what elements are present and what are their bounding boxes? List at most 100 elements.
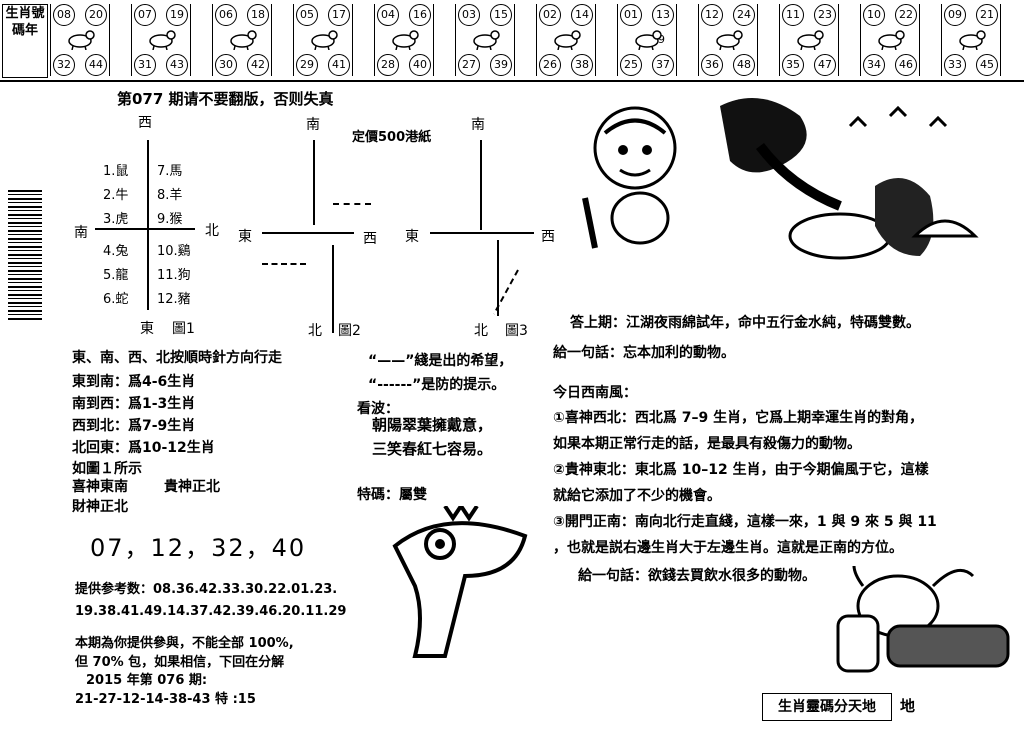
zodiac-animal-icon <box>797 30 824 50</box>
fig3-vline-top <box>480 140 482 230</box>
fig2-dash-1 <box>333 203 371 205</box>
zodiac-number: 01 <box>620 4 642 26</box>
fig2-right: 西 <box>363 231 377 247</box>
zodiac-number: 40 <box>409 54 431 76</box>
fig1-item: 7.馬 <box>157 164 183 179</box>
zodiac-animal-icon <box>716 30 743 50</box>
zodiac-animal-icon <box>473 30 500 50</box>
zodiac-number: 18 <box>247 4 269 26</box>
poem-line-2: 三笑春紅七容易。 <box>372 440 493 458</box>
zodiac-number: 47 <box>814 54 836 76</box>
fig1-item: 10.鷄 <box>157 244 191 259</box>
zodiac-number: 42 <box>247 54 269 76</box>
fig1-caption: 圖1 <box>172 321 195 337</box>
rule-line: 東到南：爲4-6生肖 <box>72 374 196 390</box>
fig1-item: 3.虎 <box>103 212 129 227</box>
para-1b: 如果本期正常行走的話，是最具有殺傷力的動物。 <box>553 436 861 452</box>
give-line-2: 給一句話：欲錢去買飲水很多的動物。 <box>578 568 816 584</box>
zodiac-number: 07 <box>134 4 156 26</box>
zodiac-number: 37 <box>652 54 674 76</box>
zodiac-number: 46 <box>895 54 917 76</box>
ref-line-2: 19.38.41.49.14.37.42.39.46.20.11.29 <box>75 604 347 619</box>
para-3b: ，也就是説右邊生肖大于左邊生肖。這就是正南的方位。 <box>553 540 903 556</box>
zodiac-number: 43 <box>166 54 188 76</box>
fig3-left: 東 <box>405 229 419 245</box>
poem-label: 看波： <box>357 401 399 417</box>
fig3-bottom: 北 <box>474 323 488 339</box>
fig2-vline-top <box>313 140 315 225</box>
zodiac-number: 12 <box>701 4 723 26</box>
note-line-1: 本期為你提供參與，不能全部 100%, <box>75 636 294 651</box>
stamp-box: 生肖靈碼分天地 <box>762 693 892 721</box>
note-line-2: 但 70% 包，如果相信，下回在分解 <box>75 655 285 670</box>
zodiac-animal-icon <box>311 30 338 50</box>
poem-line-1: 朝陽翠葉擁戴意， <box>372 416 493 434</box>
zodiac-animal-icon <box>878 30 905 50</box>
para-1a: ①喜神西北：西北爲 7–9 生肖，它爲上期幸運生肖的對角， <box>553 410 924 426</box>
zodiac-animal-icon <box>230 30 257 50</box>
fig1-vline <box>147 140 149 310</box>
rules-intro: 東、南、西、北按順時針方向行走 <box>72 350 282 366</box>
zodiac-animal-icon <box>149 30 176 50</box>
dragon-cartoon-icon <box>392 506 528 658</box>
fig2-left: 東 <box>238 229 252 245</box>
fig1-item: 6.蛇 <box>103 292 129 307</box>
zodiac-number: 35 <box>782 54 804 76</box>
zodiac-number: 13 <box>652 4 674 26</box>
fig3-hline <box>430 232 534 234</box>
issue-header: 第077 期请不要翻版，否则失真 <box>117 90 334 108</box>
zodiac-cell: 0113253749 <box>617 4 677 76</box>
zodiac-number: 39 <box>490 54 512 76</box>
zodiac-number: 03 <box>458 4 480 26</box>
zodiac-animal-icon <box>554 30 581 50</box>
dog-sofa-cartoon-icon <box>836 566 1010 673</box>
fig3-top: 南 <box>471 117 485 133</box>
legend-solid: “——”綫是出的希望， <box>368 350 512 370</box>
big-numbers: 07，12，32，40 <box>90 534 307 562</box>
fig2-dash-2 <box>262 263 306 265</box>
zodiac-number: 17 <box>328 4 350 26</box>
para-3a: ③開門正南：南向北行走直綫，這樣一來，1 與 9 來 5 與 11 <box>553 514 937 530</box>
zodiac-number: 34 <box>863 54 885 76</box>
zodiac-number: 19 <box>166 4 188 26</box>
fig1-right: 北 <box>205 223 219 239</box>
fig1-item: 2.牛 <box>103 188 129 203</box>
stamp-after: 地 <box>900 697 916 715</box>
zodiac-number: 04 <box>377 4 399 26</box>
zodiac-animal-icon <box>68 30 95 50</box>
fig2-vline-bottom <box>332 245 334 333</box>
zodiac-number: 44 <box>85 54 107 76</box>
special-code: 特碼：屬雙 <box>357 487 427 503</box>
barcode <box>8 190 42 320</box>
fig1-item: 12.豬 <box>157 292 191 307</box>
rule-line: 西到北：爲7-9生肖 <box>72 418 196 434</box>
zodiac-number: 36 <box>701 54 723 76</box>
fig1-top: 西 <box>138 115 152 131</box>
fig3-right: 西 <box>541 229 555 245</box>
zodiac-number: 31 <box>134 54 156 76</box>
fig1-hline <box>95 228 195 230</box>
fig2-top: 南 <box>306 117 320 133</box>
para-2a: ②貴神東北：東北爲 10–12 生肖，由于今期偏風于它，這樣 <box>553 462 929 478</box>
fig2-hline <box>262 232 354 234</box>
zodiac-number: 27 <box>458 54 480 76</box>
xi-shen: 喜神東南 <box>72 479 128 495</box>
zodiac-number: 29 <box>296 54 318 76</box>
zodiac-number: 06 <box>215 4 237 26</box>
horse-cartoon-icon <box>720 98 979 260</box>
zodiac-number: 14 <box>571 4 593 26</box>
zodiac-number: 33 <box>944 54 966 76</box>
fig-ref: 如圖１所示 <box>72 461 142 477</box>
fig1-item: 9.猴 <box>157 212 183 227</box>
zodiac-number: 23 <box>814 4 836 26</box>
zodiac-animal-icon <box>959 30 986 50</box>
zodiac-number: 38 <box>571 54 593 76</box>
zodiac-number: 28 <box>377 54 399 76</box>
fig2-bottom: 北 <box>308 323 322 339</box>
